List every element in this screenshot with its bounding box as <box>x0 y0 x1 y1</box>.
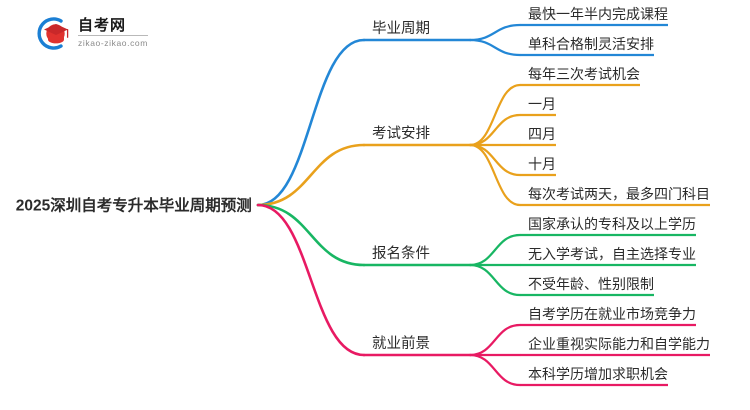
logo-wordmark: 自考网 zikao-zikao.com <box>78 18 148 48</box>
mindmap-links <box>256 23 710 387</box>
leaf-label[interactable]: 十月 <box>528 156 556 172</box>
leaf-label[interactable]: 一月 <box>528 96 556 112</box>
leaf-label[interactable]: 不受年龄、性别限制 <box>528 276 654 292</box>
leaf-label[interactable]: 最快一年半内完成课程 <box>528 6 668 22</box>
graduation-cap-icon <box>30 13 74 53</box>
branch-label-2[interactable]: 考试安排 <box>372 125 430 142</box>
leaf-label[interactable]: 无入学考试，自主选择专业 <box>528 246 696 262</box>
branch-label-4[interactable]: 就业前景 <box>372 335 430 352</box>
leaf-label[interactable]: 每次考试两天，最多四门科目 <box>528 186 710 202</box>
branch-label-1[interactable]: 毕业周期 <box>372 20 430 37</box>
leaf-label[interactable]: 自考学历在就业市场竞争力 <box>528 306 696 322</box>
branch-label-3[interactable]: 报名条件 <box>372 245 430 262</box>
leaf-label[interactable]: 每年三次考试机会 <box>528 66 640 82</box>
site-logo: 自考网 zikao-zikao.com <box>30 12 170 54</box>
leaf-label[interactable]: 本科学历增加求职机会 <box>528 366 668 382</box>
leaf-label[interactable]: 国家承认的专科及以上学历 <box>528 216 696 232</box>
leaf-label[interactable]: 企业重视实际能力和自学能力 <box>528 336 710 352</box>
logo-title: 自考网 <box>78 18 148 37</box>
leaf-label[interactable]: 单科合格制灵活安排 <box>528 36 654 52</box>
logo-domain: zikao-zikao.com <box>78 38 148 49</box>
leaf-label[interactable]: 四月 <box>528 126 556 142</box>
root-node-label[interactable]: 2025深圳自考专升本毕业周期预测 <box>16 196 252 215</box>
